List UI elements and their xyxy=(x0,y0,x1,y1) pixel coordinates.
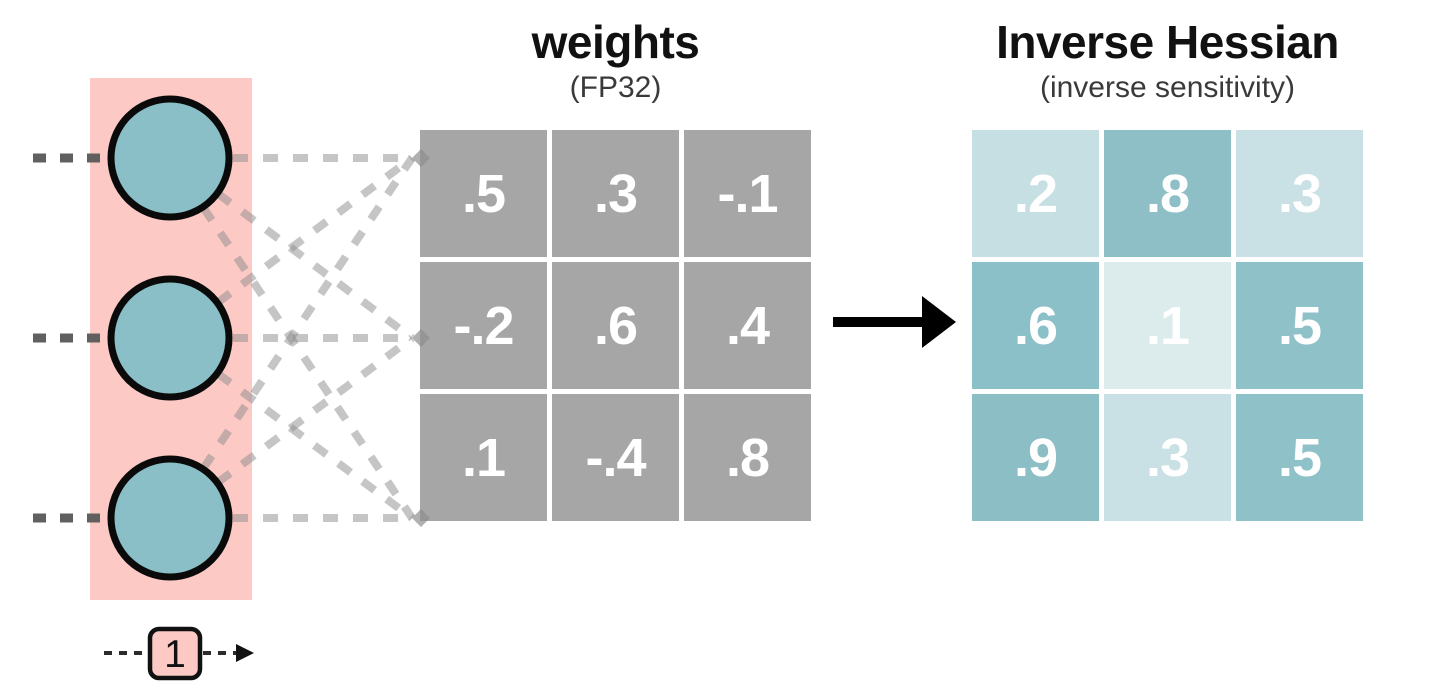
connection-dashed-lines xyxy=(166,154,416,522)
input-layer-highlight xyxy=(90,78,252,600)
bias-label: 1 xyxy=(164,633,186,676)
weight-cell: -.2 xyxy=(420,262,547,389)
weights-title: weights xyxy=(531,16,700,68)
hessian-cell: .9 xyxy=(972,394,1099,521)
hessian-cell: .5 xyxy=(1236,394,1363,521)
neuron-2 xyxy=(107,275,233,401)
weight-cell: .1 xyxy=(420,394,547,521)
weight-cell: .8 xyxy=(684,394,811,521)
weights-subtitle: (FP32) xyxy=(569,70,662,104)
hessian-cell: .2 xyxy=(972,130,1099,257)
weight-cell: .4 xyxy=(684,262,811,389)
hessian-cell: .5 xyxy=(1236,262,1363,389)
weights-title-block: weights (FP32) xyxy=(420,16,811,104)
hessian-title: Inverse Hessian xyxy=(996,16,1339,68)
transform-arrow xyxy=(833,296,956,348)
connection-3-1 xyxy=(166,155,416,521)
connection-2-1 xyxy=(167,154,415,342)
neuron-1 xyxy=(107,95,233,221)
hessian-cell: .6 xyxy=(972,262,1099,389)
weight-cell: .6 xyxy=(552,262,679,389)
bias-box xyxy=(147,626,203,681)
transform-arrow-head xyxy=(922,296,956,348)
connection-2-3 xyxy=(167,334,415,522)
bias-input: 1 xyxy=(104,626,254,681)
weights-matrix: .5 .3 -.1 -.2 .6 .4 .1 -.4 .8 xyxy=(420,130,811,521)
neuron-3 xyxy=(107,455,233,581)
hessian-cell: .3 xyxy=(1236,130,1363,257)
bias-arrow-head xyxy=(236,644,254,662)
hessian-cell: .3 xyxy=(1104,394,1231,521)
input-dashed-lines xyxy=(33,153,110,523)
connection-1-3 xyxy=(166,155,416,521)
hessian-title-block: Inverse Hessian (inverse sensitivity) xyxy=(955,16,1380,104)
hessian-subtitle: (inverse sensitivity) xyxy=(1039,70,1296,104)
hessian-cell: .8 xyxy=(1104,130,1231,257)
weight-cell: .3 xyxy=(552,130,679,257)
connection-1-2 xyxy=(167,154,415,342)
neurons xyxy=(107,95,233,581)
weight-cell: -.1 xyxy=(684,130,811,257)
hessian-matrix: .2 .8 .3 .6 .1 .5 .9 .3 .5 xyxy=(972,130,1363,521)
hessian-cell: .1 xyxy=(1104,262,1231,389)
weight-cell: .5 xyxy=(420,130,547,257)
weight-cell: -.4 xyxy=(552,394,679,521)
connection-3-2 xyxy=(167,334,415,522)
